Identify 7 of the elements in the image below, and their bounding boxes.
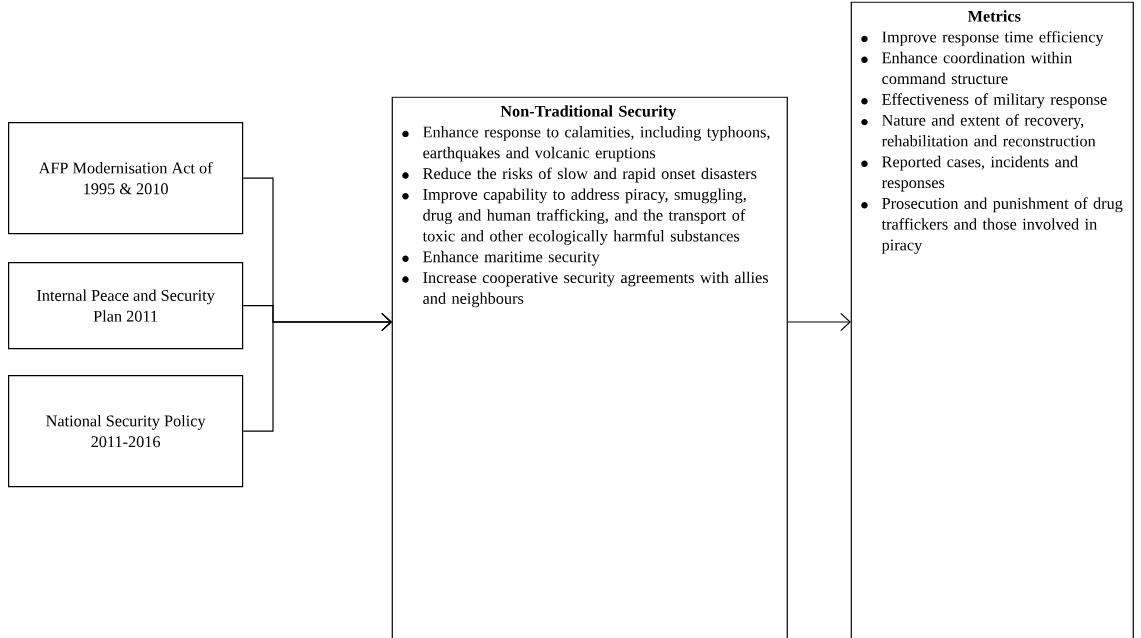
arrow [242,312,392,432]
text-box: AFP Modernisation Act of 1995 & 2010 [8,122,244,235]
text-box: Internal Peace and Security Plan 2011 [8,262,244,350]
text-box: Non-Traditional Security Enhance response to calamities, including typhoons, earthquakes and volcanic eruptions Reduce the risks of slow and rapid onset disasters Improve capability to address piracy, smuggling, drug and human trafficking, and the transport of toxic and other ecologically harmful substances Enhance maritime security Increase cooperative security agreements with allies and neighbours [391,96,788,638]
text-box: Metrics Improve response time efficiency Enhance coordination within command structure Effectiveness of military response Nature and extent of recovery, rehabilitation and reconstruction Reported cases, incidents and responses Prosecution and punishment of drug traffickers and those involved in piracy [850,1,1134,638]
arrow [786,312,851,332]
text-box: National Security Policy 2011-2016 [8,375,244,488]
